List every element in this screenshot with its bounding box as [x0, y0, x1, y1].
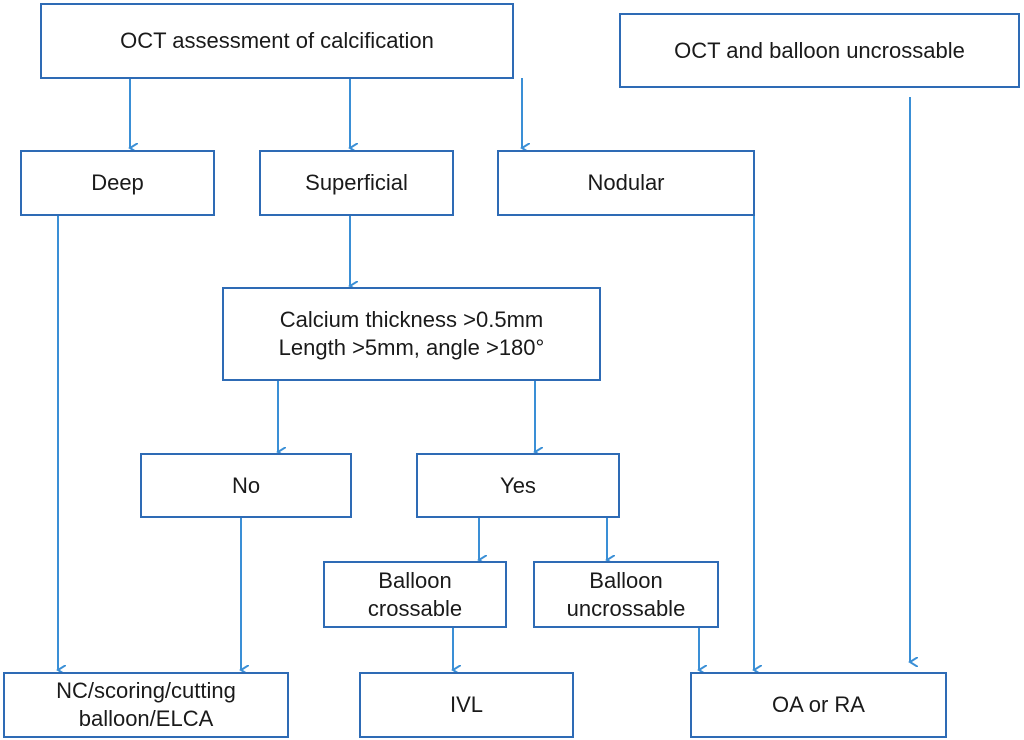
node-label: Yes — [500, 472, 536, 498]
node-label: Deep — [91, 170, 144, 195]
node-superficial: Superficial — [259, 150, 454, 216]
node-oct-balloon-uncrossable: OCT and balloon uncrossable — [619, 13, 1020, 88]
node-label: Nodular — [587, 170, 665, 195]
node-nc-scoring-cutting: NC/scoring/cutting balloon/ELCA — [3, 672, 289, 738]
node-nodular: Nodular — [497, 150, 755, 216]
node-label: OCT assessment of calcification — [120, 28, 434, 53]
node-oct-assessment: OCT assessment of calcification — [40, 3, 514, 79]
node-label: Balloon uncrossable — [566, 567, 686, 621]
node-label: OA or RA — [772, 692, 865, 717]
node-label: NC/scoring/cutting balloon/ELCA — [56, 678, 236, 731]
node-balloon-uncrossable: Balloon uncrossable — [533, 561, 719, 628]
node-label: IVL — [449, 692, 484, 717]
node-oa-or-ra: OA or RA — [690, 672, 947, 738]
node-balloon-crossable: Balloon crossable — [323, 561, 507, 628]
node-calcium-criteria: Calcium thickness >0.5mm Length >5mm, an… — [222, 287, 601, 381]
node-no: No — [140, 453, 352, 518]
node-label: Calcium thickness >0.5mm Length >5mm, an… — [278, 307, 545, 360]
node-ivl: IVL — [359, 672, 574, 738]
node-yes: Yes — [416, 453, 620, 518]
node-label: No — [231, 472, 261, 498]
node-label: Balloon crossable — [367, 567, 463, 621]
node-deep: Deep — [20, 150, 215, 216]
node-label: OCT and balloon uncrossable — [674, 37, 965, 63]
node-label: Superficial — [305, 170, 408, 195]
